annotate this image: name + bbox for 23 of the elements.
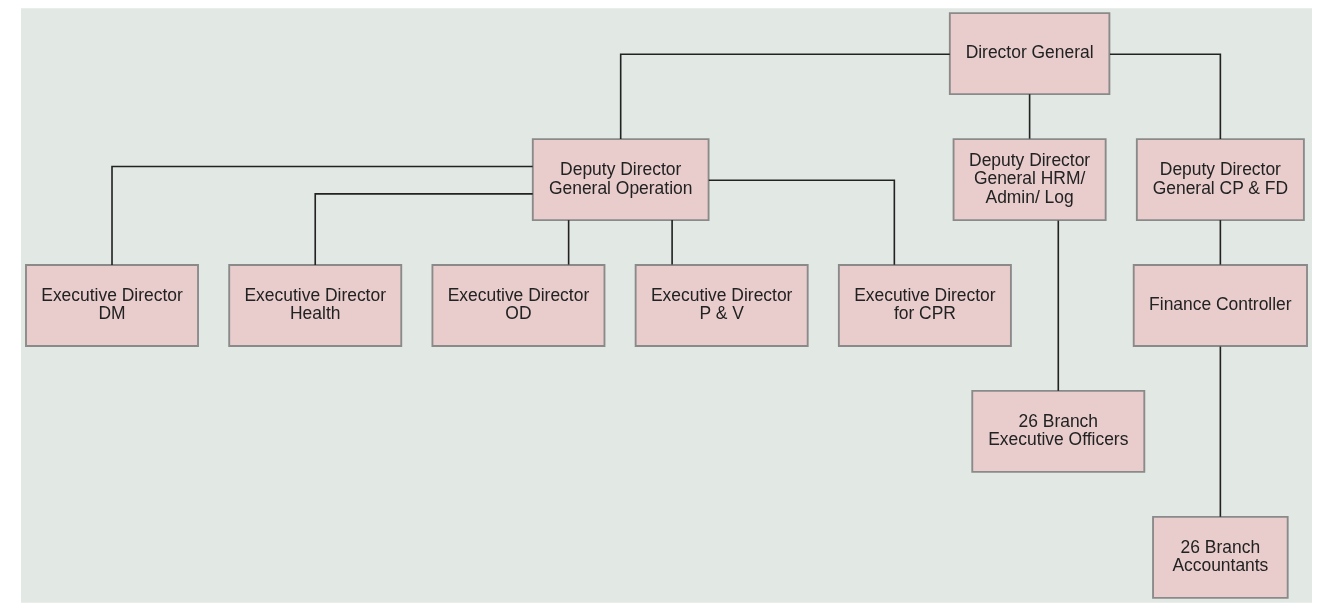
connector [1108, 53, 1221, 140]
connector [110, 165, 533, 266]
connector [1028, 93, 1030, 140]
node-box: 26 Branch Accountants [1151, 515, 1289, 599]
node-box: Executive Director P & V [634, 264, 809, 347]
node-box: Director General [948, 12, 1110, 96]
node-box: Executive Director OD [431, 264, 605, 347]
node-box: Deputy Director General Operation [531, 138, 709, 222]
node-box: Executive Director Health [227, 264, 402, 347]
node-box: Finance Controller [1132, 264, 1308, 347]
connector [1057, 219, 1059, 392]
node-box: Executive Director DM [24, 264, 199, 347]
connector [619, 53, 951, 140]
node-box: 26 Branch Executive Officers [970, 389, 1145, 473]
node-box: Deputy Director General CP & FD [1135, 138, 1305, 222]
connector [1219, 219, 1221, 266]
connector [313, 193, 534, 266]
node-box: Executive Director for CPR [837, 264, 1012, 347]
connector [1219, 345, 1221, 518]
connector [670, 219, 673, 266]
connector [707, 179, 895, 266]
connector [567, 219, 569, 266]
node-box: Deputy Director General HRM/ Admin/ Log [952, 138, 1107, 222]
